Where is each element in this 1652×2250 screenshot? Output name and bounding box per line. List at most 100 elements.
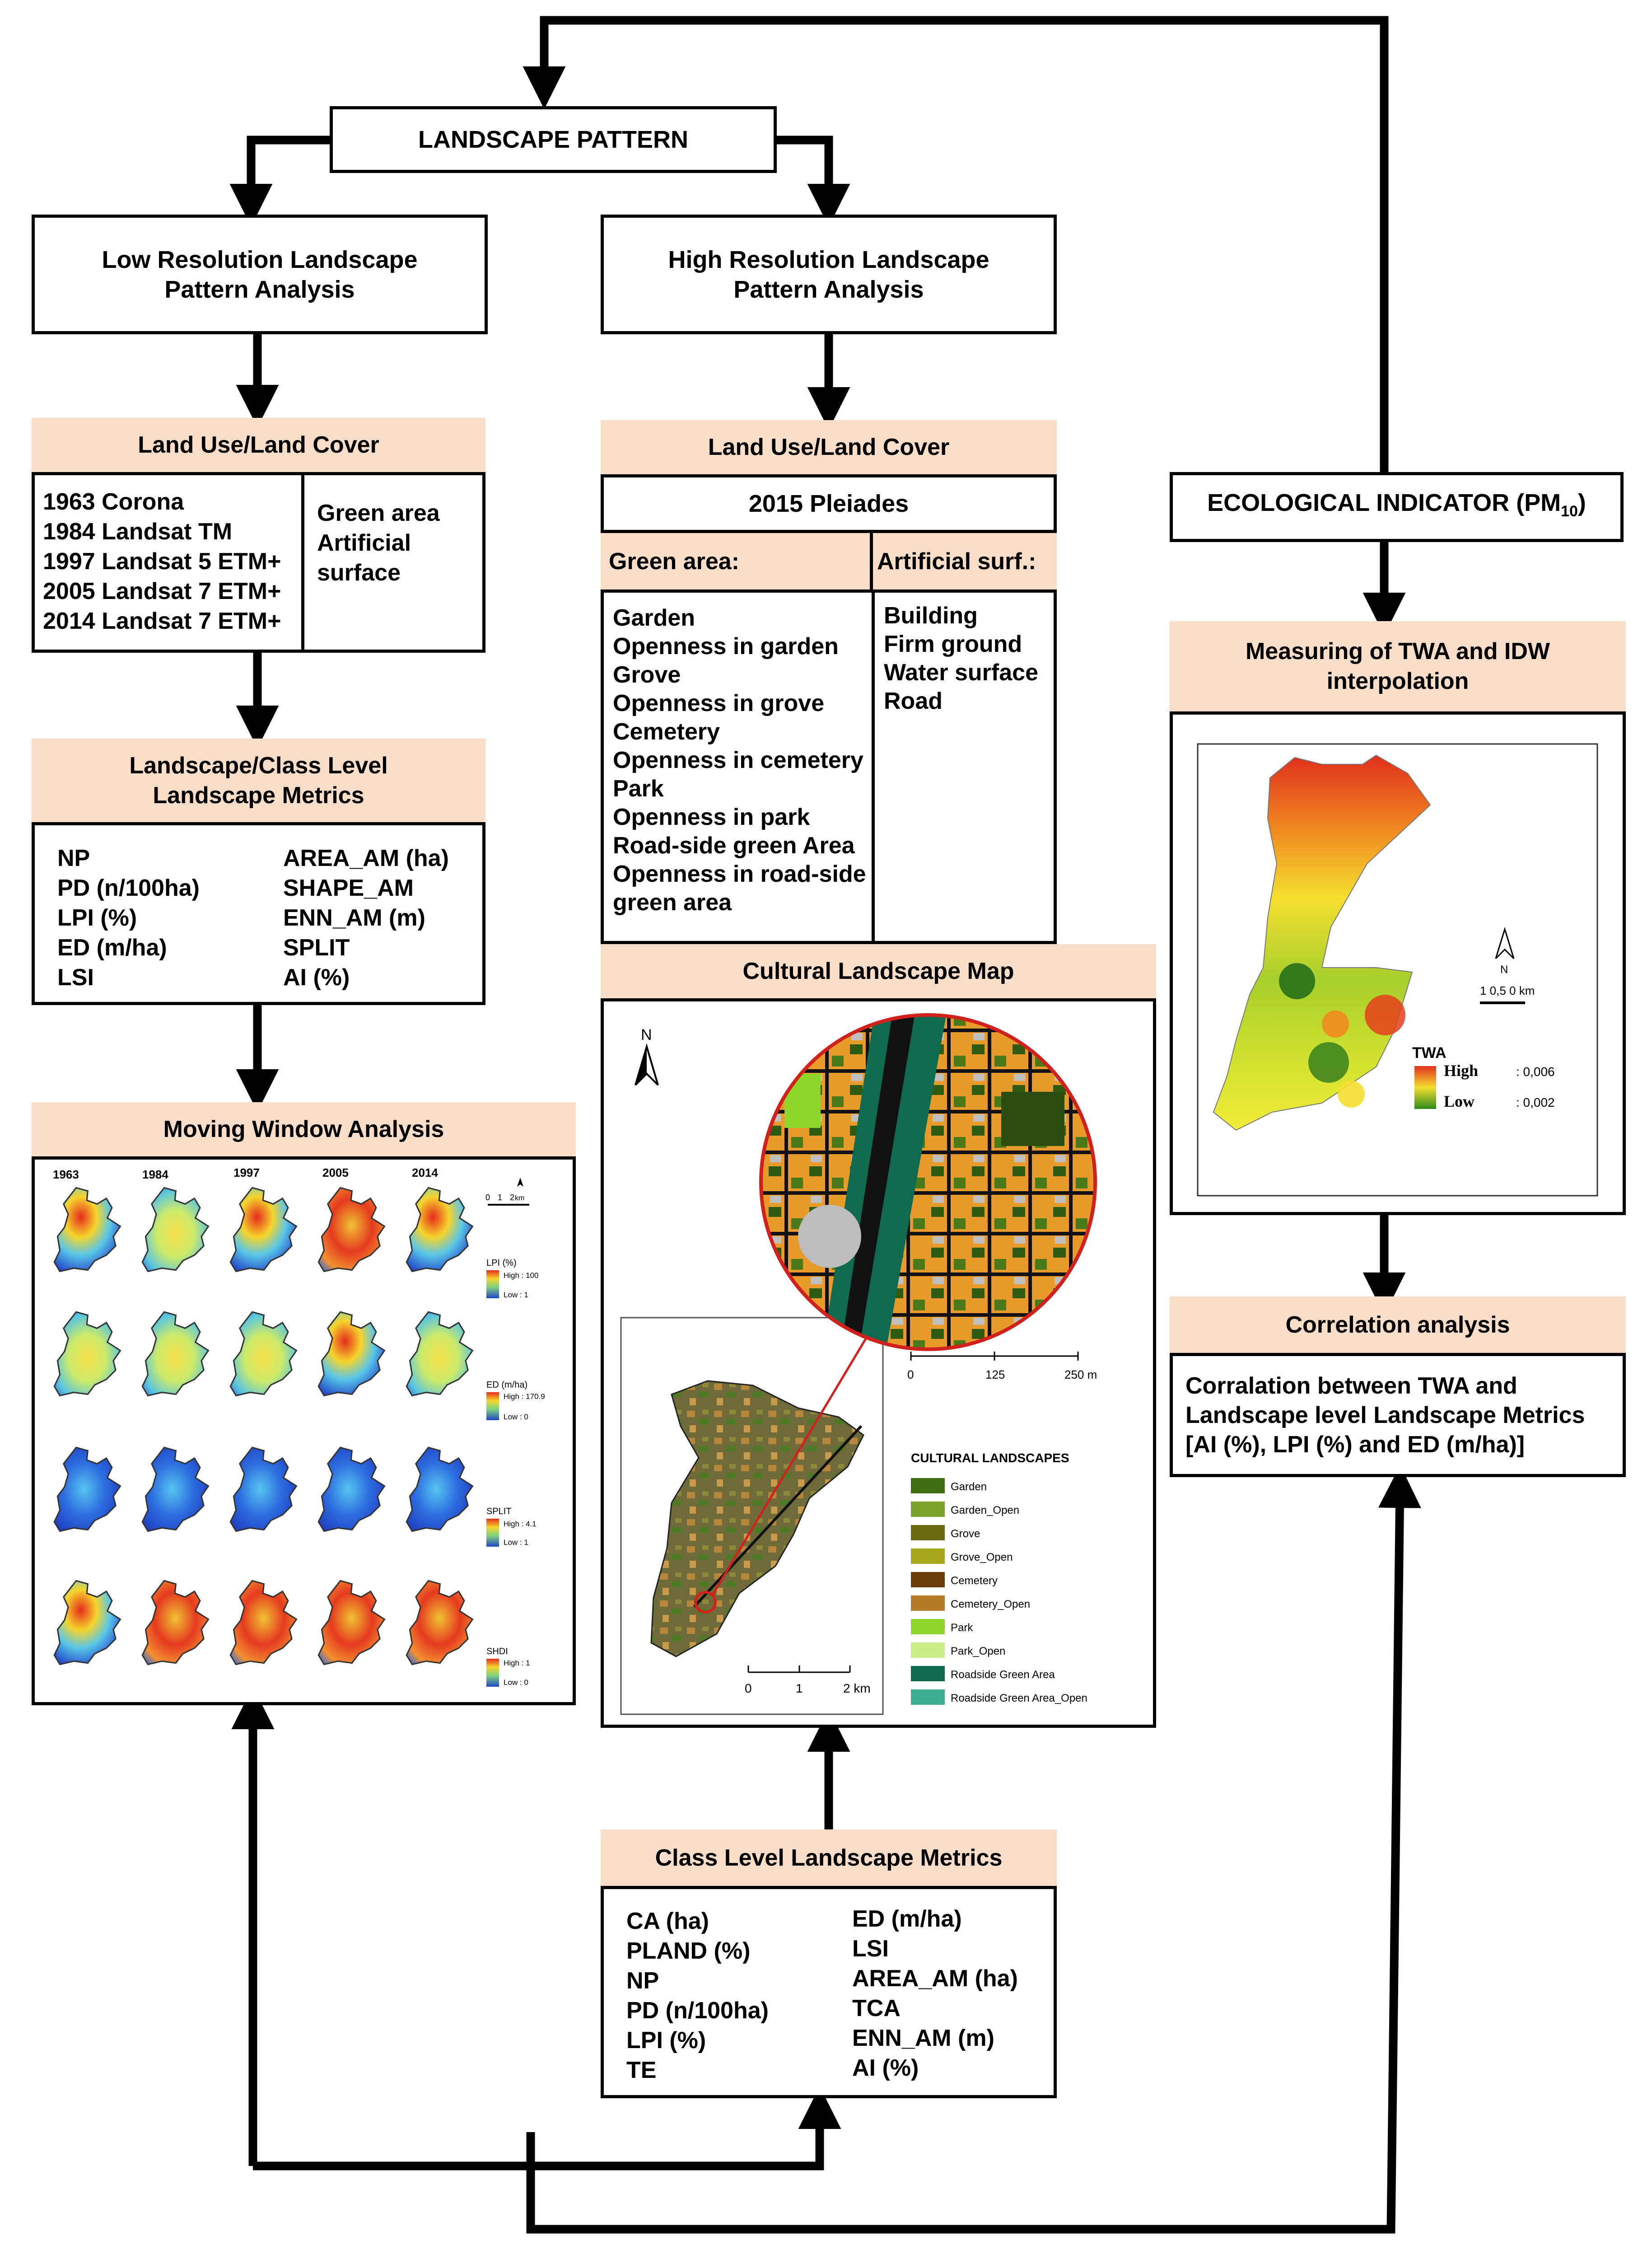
legend-roadside-label: Roadside Green Area	[951, 1669, 1055, 1681]
mw-scale-0: 0	[485, 1193, 490, 1202]
mw-row-split	[53, 1446, 473, 1532]
sensor-1: 1963 Corona	[43, 489, 184, 515]
green-item-2: Openness in garden	[613, 633, 839, 660]
class-metric-r1: ED (m/ha)	[852, 1906, 962, 1932]
mw-map-lpi-1984	[141, 1187, 209, 1272]
mw-legend-ed-low: Low : 0	[504, 1413, 528, 1421]
legend-garden-label: Garden	[951, 1481, 987, 1493]
eco-indicator-label: ECOLOGICAL INDICATOR (PM10)	[1207, 488, 1586, 526]
correlation-line-1: Corralation between TWA and	[1185, 1373, 1517, 1399]
low-res-title: Low Resolution Landscape Pattern Analysi…	[102, 246, 418, 303]
eco-indicator-box: ECOLOGICAL INDICATOR (PM10)	[1170, 472, 1624, 542]
green-item-9: Road-side green Area	[613, 833, 855, 859]
twa-scale: 1 0,5 0 km	[1480, 984, 1535, 1004]
mw-row-lpi	[53, 1187, 473, 1272]
lulc-high-classes-box: Garden Openness in garden Grove Openness…	[601, 589, 1057, 944]
mw-map-split-2014	[406, 1446, 473, 1532]
green-item-7: Park	[613, 776, 664, 802]
cultural-legend-title: CULTURAL LANDSCAPES	[911, 1451, 1069, 1465]
metric-low-r2: SHAPE_AM	[283, 875, 414, 901]
mw-year-1984: 1984	[142, 1168, 168, 1181]
low-res-box: Low Resolution Landscape Pattern Analysi…	[32, 215, 488, 334]
lulc-low-box: 1963 Corona 1984 Landsat TM 1997 Landsat…	[32, 472, 485, 653]
cultural-north-arrow: N	[635, 1026, 659, 1086]
twa-high-label: High	[1444, 1062, 1478, 1080]
twa-hotspot-4	[1365, 995, 1405, 1035]
metrics-low-box: NP PD (n/100ha) LPI (%) ED (m/ha) LSI AR…	[32, 822, 485, 1005]
twa-scale-label: 1 0,5 0 km	[1480, 984, 1535, 997]
class-metric-r2: LSI	[852, 1936, 889, 1962]
twa-north-label: N	[1500, 964, 1508, 976]
legend-cemetery-open-label: Cemetery_Open	[951, 1598, 1030, 1610]
zoom-scale: 0 125 250 m	[907, 1352, 1097, 1381]
twa-high-value: : 0,006	[1516, 1065, 1555, 1079]
arrow-bottom-to-class	[253, 2086, 841, 2170]
green-item-6: Openness in cemetery	[613, 747, 863, 773]
twa-graphic: N 1 0,5 0 km TWA High : 0,006 Low : 0,00…	[1197, 743, 1598, 1197]
mw-year-1963: 1963	[53, 1168, 79, 1181]
green-area-header: Green area:	[601, 533, 872, 589]
zoom-location	[694, 1591, 717, 1614]
legend-garden-open-label: Garden_Open	[951, 1504, 1019, 1516]
artificial-title: Artificial surf.:	[877, 548, 1036, 575]
mw-legend-split-name: SPLIT	[486, 1506, 512, 1516]
eco-indicator-close: )	[1577, 489, 1586, 517]
green-item-10: Openness in road-side	[613, 861, 866, 887]
green-item-8: Openness in park	[613, 804, 810, 830]
metrics-low-header-text: Landscape/Class Level Landscape Metrics	[129, 752, 388, 809]
metric-low-r3: ENN_AM (m)	[283, 905, 425, 931]
main-scale-0: 0	[745, 1681, 752, 1695]
twa-north-arrow: N	[1495, 926, 1515, 976]
green-item-4: Openness in grove	[613, 690, 825, 716]
twa-low-value: : 0,002	[1516, 1095, 1555, 1109]
class-metric-l4: PD (n/100ha)	[626, 1997, 769, 2024]
class-metric-l5: LPI (%)	[626, 2027, 706, 2054]
mw-map-shdi-1984	[141, 1580, 209, 1665]
zoom-scale-250: 250 m	[1064, 1368, 1097, 1381]
metric-low-l4: ED (m/ha)	[57, 935, 167, 961]
metrics-low-header: Landscape/Class Level Landscape Metrics	[32, 739, 485, 822]
main-scale-2: 2 km	[843, 1681, 871, 1695]
zoom-view	[761, 1015, 1095, 1349]
legend-roadside: Roadside Green Area	[911, 1666, 1055, 1681]
mw-scale-unit: km	[515, 1194, 524, 1202]
twa-hotspot-1	[1279, 963, 1315, 999]
cultural-map-panel: N 0 125 250 m	[601, 998, 1156, 1728]
high-res-box: High Resolution Landscape Pattern Analys…	[601, 215, 1057, 334]
correlation-line-3: [AI (%), LPI (%) and ED (m/ha)]	[1185, 1431, 1525, 1458]
pleiades-box: 2015 Pleiades	[601, 474, 1057, 533]
metric-low-r4: SPLIT	[283, 935, 350, 961]
mw-scale-1: 1	[498, 1193, 502, 1202]
mw-map-ed-2014	[406, 1311, 473, 1397]
correlation-header: Correlation analysis	[1170, 1296, 1626, 1353]
twa-hotspot-5	[1338, 1081, 1365, 1108]
main-scale-1: 1	[796, 1681, 803, 1695]
sensor-2: 1984 Landsat TM	[43, 519, 233, 545]
twa-low-label: Low	[1444, 1092, 1475, 1110]
mw-map-split-1963	[53, 1446, 121, 1532]
moving-window-header: Moving Window Analysis	[32, 1102, 576, 1156]
moving-window-panel: 1963 1984 1997 2005 2014	[32, 1156, 576, 1705]
twa-legend-title: TWA	[1412, 1044, 1447, 1062]
legend-grove-open-label: Grove_Open	[951, 1551, 1013, 1563]
arrow-to-high-res	[775, 136, 850, 227]
mw-legend-shdi: SHDI High : 1 Low : 0	[486, 1647, 530, 1687]
pleiades-label: 2015 Pleiades	[748, 490, 909, 517]
eco-indicator-text: ECOLOGICAL INDICATOR (PM	[1207, 489, 1561, 517]
twa-map	[1213, 754, 1431, 1131]
mw-legend-shdi-name: SHDI	[486, 1647, 508, 1656]
mw-legend-split-high: High : 4.1	[504, 1520, 537, 1528]
mw-legend-lpi-high: High : 100	[504, 1271, 539, 1280]
twa-panel: N 1 0,5 0 km TWA High : 0,006 Low : 0,00…	[1170, 711, 1626, 1215]
class-metric-r4: TCA	[852, 1995, 901, 2021]
mw-legend-lpi: LPI (%) High : 100 Low : 1	[486, 1258, 539, 1299]
legend-grove: Grove	[911, 1525, 980, 1540]
class-metric-l3: NP	[626, 1968, 659, 1994]
cultural-map-header: Cultural Landscape Map	[601, 944, 1156, 998]
legend-garden: Garden	[911, 1478, 987, 1493]
class-artificial: Artificial	[317, 530, 411, 556]
legend-cemetery-label: Cemetery	[951, 1575, 998, 1587]
mw-legend-lpi-name: LPI (%)	[486, 1258, 517, 1268]
twa-header: Measuring of TWA and IDW interpolation	[1170, 621, 1626, 711]
